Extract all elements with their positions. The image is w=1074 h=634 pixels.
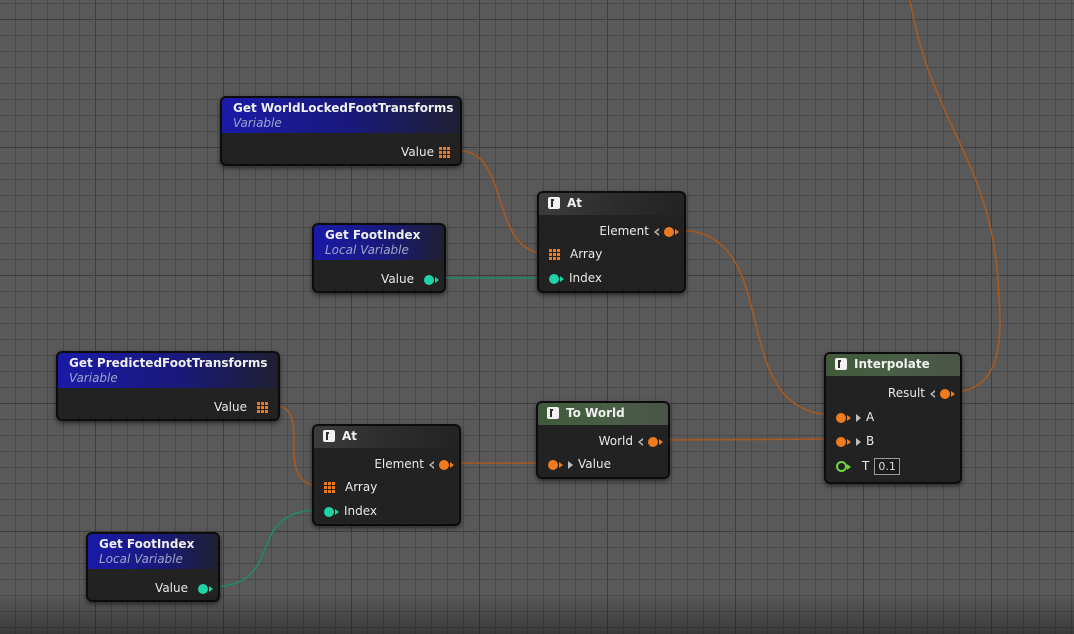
pin-label: Value <box>401 145 434 159</box>
node-subtitle: Local Variable <box>325 243 409 257</box>
node-subtitle: Local Variable <box>99 552 183 566</box>
chevron-left-icon <box>654 227 659 236</box>
node-get-foot-index-top[interactable]: Get FootIndex Local Variable Value <box>312 223 446 293</box>
array-pin-icon[interactable] <box>324 482 335 493</box>
node-title: Get PredictedFootTransforms <box>69 356 268 370</box>
node-to-world[interactable]: To World World Value <box>536 401 670 479</box>
node-title: Get FootIndex <box>325 228 421 242</box>
node-get-world-locked-foot-transforms[interactable]: Get WorldLockedFootTransforms Variable V… <box>220 96 462 166</box>
pin-label: Index <box>569 271 603 285</box>
node-header: Interpolate <box>826 354 960 376</box>
input-pin-t[interactable]: T 0.1 <box>836 458 900 475</box>
node-title: To World <box>566 406 625 420</box>
chevron-right-icon <box>856 413 861 422</box>
input-pin-b[interactable]: B <box>836 433 874 449</box>
node-get-predicted-foot-transforms[interactable]: Get PredictedFootTransforms Variable Val… <box>56 351 280 421</box>
output-pin-row[interactable]: Value <box>155 580 213 596</box>
input-pin-array[interactable]: Array <box>549 246 602 262</box>
node-header: Get PredictedFootTransforms Variable <box>58 353 278 388</box>
node-title: At <box>567 196 583 210</box>
input-pin-a[interactable]: A <box>836 409 874 425</box>
output-pin-result[interactable]: Result <box>887 385 955 401</box>
input-pin-index[interactable]: Index <box>324 503 377 519</box>
struct-pin-icon[interactable] <box>940 388 955 399</box>
output-pin-element[interactable]: Element <box>374 456 454 472</box>
pin-label: Array <box>570 247 603 261</box>
pin-label: A <box>866 410 875 424</box>
chevron-left-icon <box>930 389 935 398</box>
struct-pin-icon[interactable] <box>648 436 663 447</box>
function-icon <box>548 197 560 209</box>
int-pin-icon[interactable] <box>549 273 564 284</box>
pin-label: Result <box>887 386 925 400</box>
int-pin-icon[interactable] <box>198 583 213 594</box>
chevron-left-icon <box>429 460 434 469</box>
chevron-right-icon <box>568 460 573 469</box>
struct-pin-icon[interactable] <box>836 436 851 447</box>
pin-label: T <box>862 459 870 473</box>
struct-pin-icon[interactable] <box>664 226 679 237</box>
wire-footindex-to-at-index-bottom <box>209 509 322 588</box>
array-pin-icon[interactable] <box>257 402 268 413</box>
node-at-bottom[interactable]: At Element Array Index <box>312 424 461 526</box>
int-pin-icon[interactable] <box>424 274 439 285</box>
output-pin-row[interactable]: Value <box>214 399 268 415</box>
node-subtitle: Variable <box>69 371 118 385</box>
chevron-left-icon <box>638 437 643 446</box>
function-icon <box>547 407 559 419</box>
node-title: Get FootIndex <box>99 537 195 551</box>
pin-label: Index <box>344 504 378 518</box>
wire-worldlocked-to-at-array <box>459 150 546 254</box>
node-title: Interpolate <box>854 357 930 371</box>
node-header: At <box>314 426 459 448</box>
t-value-field[interactable]: 0.1 <box>874 458 900 475</box>
array-pin-icon[interactable] <box>549 249 560 260</box>
pin-label: Element <box>374 457 424 471</box>
input-pin-array[interactable]: Array <box>324 479 377 495</box>
struct-pin-icon[interactable] <box>439 459 454 470</box>
int-pin-icon[interactable] <box>324 506 339 517</box>
wire-interpolate-result-out <box>909 0 1001 393</box>
pin-label: World <box>598 434 633 448</box>
wire-toworld-to-interpolate-b <box>661 438 837 441</box>
node-header: Get WorldLockedFootTransforms Variable <box>222 98 460 133</box>
output-pin-row[interactable]: Value <box>401 144 450 160</box>
node-header: Get FootIndex Local Variable <box>88 534 218 569</box>
node-at-top[interactable]: At Element Array Index <box>537 191 686 293</box>
pin-label: Element <box>599 224 649 238</box>
function-icon <box>323 430 335 442</box>
pin-label: Value <box>214 400 247 414</box>
output-pin-row[interactable]: Value <box>381 271 439 287</box>
chevron-right-icon <box>856 437 861 446</box>
node-interpolate[interactable]: Interpolate Result A B T 0.1 <box>824 352 962 484</box>
array-pin-icon[interactable] <box>439 147 450 158</box>
output-pin-world[interactable]: World <box>598 433 663 449</box>
node-title: At <box>342 429 358 443</box>
input-pin-index[interactable]: Index <box>549 270 602 286</box>
output-pin-element[interactable]: Element <box>599 223 679 239</box>
function-icon <box>835 358 847 370</box>
pin-label: B <box>866 434 875 448</box>
node-header: At <box>539 193 684 215</box>
node-get-foot-index-bottom[interactable]: Get FootIndex Local Variable Value <box>86 532 220 602</box>
wire-at-element-to-interpolate-a <box>676 229 837 416</box>
struct-pin-icon[interactable] <box>548 459 563 470</box>
pin-label: Array <box>345 480 378 494</box>
float-pin-icon[interactable] <box>836 461 851 472</box>
node-title: Get WorldLockedFootTransforms <box>233 101 454 115</box>
struct-pin-icon[interactable] <box>836 412 851 423</box>
pin-label: Value <box>381 272 414 286</box>
pin-label: Value <box>578 457 611 471</box>
node-header: To World <box>538 403 668 425</box>
node-header: Get FootIndex Local Variable <box>314 225 444 260</box>
pin-label: Value <box>155 581 188 595</box>
wire-predicted-to-at-array <box>274 405 322 487</box>
node-subtitle: Variable <box>233 116 282 130</box>
input-pin-value[interactable]: Value <box>548 456 611 472</box>
